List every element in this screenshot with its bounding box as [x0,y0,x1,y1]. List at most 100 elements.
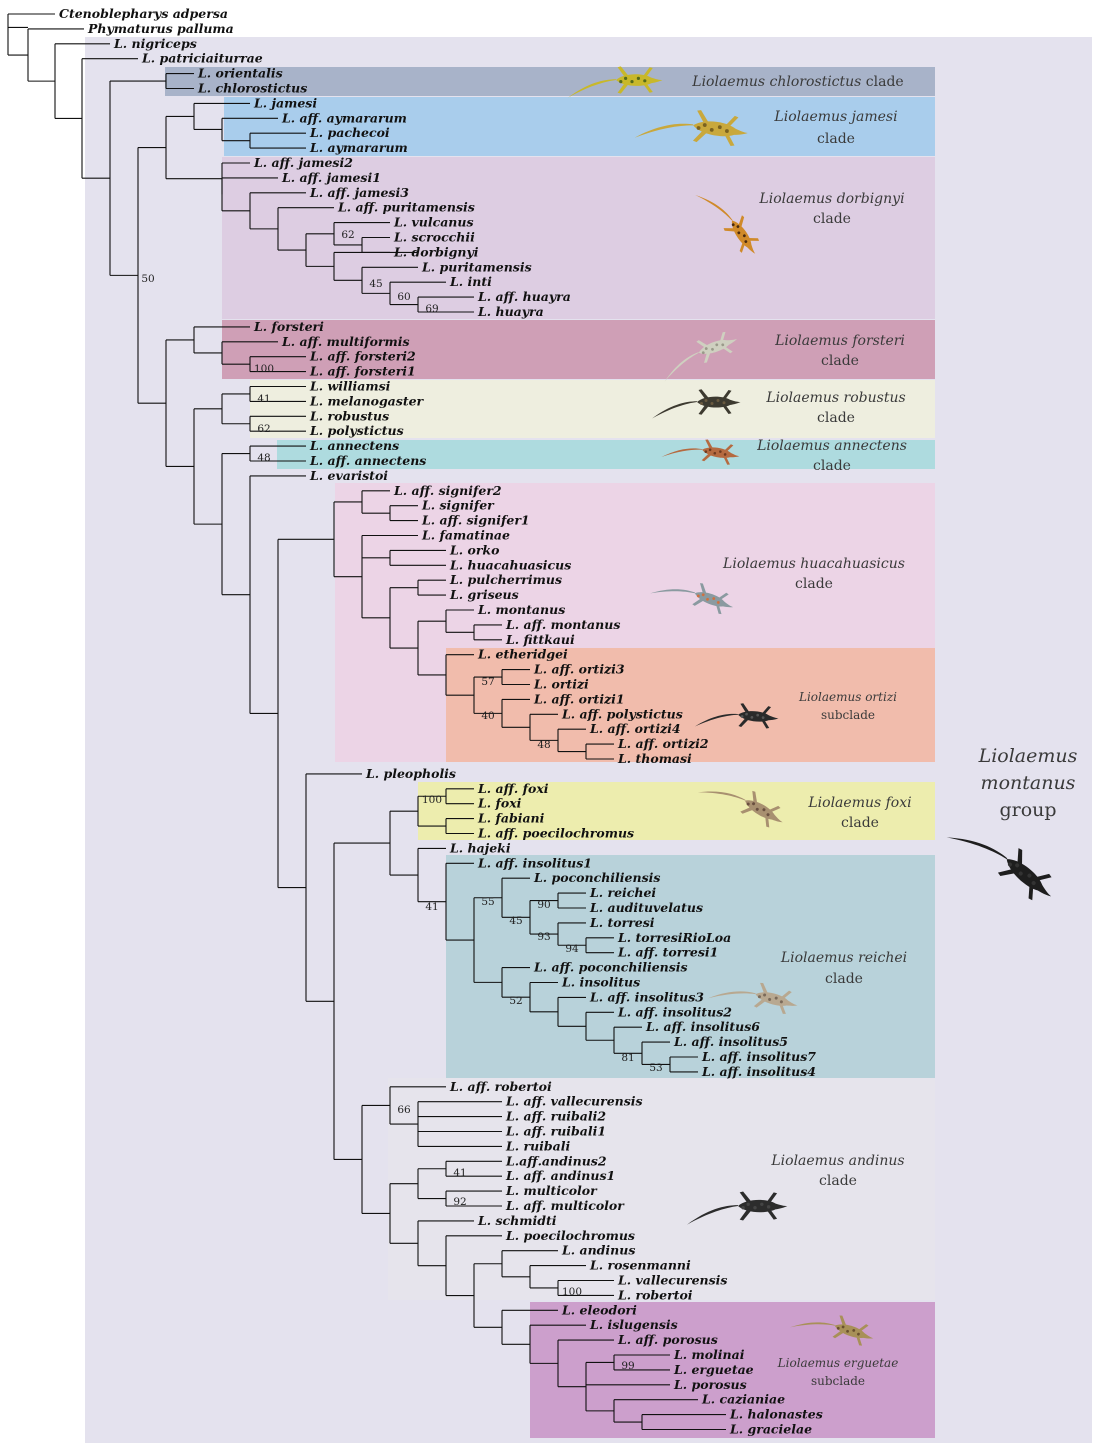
taxon-label: L. insolitus [561,975,640,990]
taxon-label: L. aff. huayra [477,289,571,304]
taxon-label: L. aymararum [309,140,408,155]
clade-word-reichei: clade [825,971,863,987]
support-value: 60 [397,291,410,303]
taxon-label: L. gracielae [729,1422,812,1437]
taxon-label: L. ortizi [533,677,589,692]
support-value: 69 [425,303,438,315]
clade-label-huacahuasicus: Liolaemus huacahuasicus [722,556,905,572]
clade-word-foxi: clade [841,815,879,831]
taxon-label: Phymaturus palluma [87,21,234,36]
group-label-line3: group [999,799,1056,821]
taxon-label: L. aff. porosus [617,1332,718,1347]
taxon-label: L. orientalis [197,66,283,81]
taxon-label: L. cazianiae [701,1392,785,1407]
taxon-label: L. aff. multicolor [505,1198,625,1213]
support-value: 55 [481,896,494,908]
support-value: 92 [453,1196,466,1208]
support-value: 57 [481,676,494,688]
taxon-label: L. schmidti [477,1213,557,1228]
clade-label-forsteri: Liolaemus forsteri [774,333,905,349]
taxon-label: L. vallecurensis [617,1273,727,1288]
taxon-label: L. andinus [561,1243,635,1258]
taxon-label: L. annectens [309,438,399,453]
taxon-label: L. inti [449,274,492,289]
taxon-label: L. aff. polystictus [561,706,683,721]
taxon-label: L. aff. puritamensis [337,200,475,215]
clade-label-annectens: Liolaemus annectens [756,438,907,454]
taxon-label: L. pleopholis [365,766,456,781]
clade-word-robustus: clade [817,410,855,426]
taxon-label: L. aff. signifer2 [393,483,502,498]
taxon-label: L. melanogaster [309,393,425,408]
taxon-label: L. torresiRioLoa [617,930,731,945]
clade-word-erguetae: subclade [811,1374,865,1388]
clade-word-andinus: clade [819,1173,857,1189]
taxon-label: L. fabiani [477,811,545,826]
taxon-label: L. aff. insolitus6 [645,1019,760,1034]
support-value: 100 [562,1286,582,1298]
taxon-label: L. aff. ortizi1 [533,691,625,706]
taxon-label: L.aff.andinus2 [505,1153,607,1168]
taxon-label: L. williamsi [309,379,391,394]
taxon-label: L. fittkaui [505,632,575,647]
taxon-label: L. aff. ortizi2 [617,736,709,751]
support-value: 41 [453,1167,466,1179]
clade-label-andinus: Liolaemus andinus [770,1153,904,1169]
clade-word-annectens: clade [813,458,851,474]
taxon-label: L. pulcherrimus [449,572,562,587]
taxon-label: L. aff. insolitus4 [701,1064,816,1079]
clade-label-jamesi: Liolaemus jamesi [773,109,897,125]
support-value: 48 [537,739,550,751]
taxon-label: L. multicolor [505,1183,598,1198]
taxon-label: L. aff. forsteri1 [309,364,416,379]
taxon-label: L. aff. robertoi [449,1079,552,1094]
taxon-label: L. rosenmanni [589,1258,691,1273]
taxon-label: L. polystictus [309,423,404,438]
taxon-label: L. aff. montanus [505,617,620,632]
support-value: 90 [537,899,550,911]
taxon-label: L. etheridgei [477,647,568,662]
taxon-label: L. poconchiliensis [533,870,660,885]
support-value: 48 [257,452,270,464]
taxon-label: L. aff. jamesi2 [253,155,353,170]
taxon-label: L. huacahuasicus [449,557,571,572]
support-value: 81 [621,1052,634,1064]
taxon-label: L. poecilochromus [505,1228,635,1243]
support-value: 100 [422,794,442,806]
taxon-label: L. aff. multiformis [281,334,410,349]
support-value: 53 [649,1062,662,1074]
taxon-label: L. evaristoi [309,468,388,483]
taxon-label: L. aff. jamesi1 [281,170,381,185]
taxon-label: L. molinai [673,1347,745,1362]
support-value: 45 [369,278,382,290]
taxon-label: L. hajeki [449,840,511,855]
taxon-label: L. aff. andinus1 [505,1168,615,1183]
taxon-label: L. aff. jamesi3 [309,185,409,200]
taxon-label: L. montanus [477,602,565,617]
taxon-label: L. eleodori [561,1302,637,1317]
taxon-label: L. foxi [477,796,522,811]
taxon-label: L. huayra [477,304,544,319]
taxon-label: L. aff. forsteri2 [309,349,416,364]
taxon-label: Ctenoblepharys adpersa [59,6,228,21]
group-label-line2: montanus [981,772,1076,794]
taxon-label: L. aff. insolitus2 [617,1004,732,1019]
taxon-label: L. aff. ruibali1 [505,1124,606,1139]
support-value: 94 [565,943,579,955]
taxon-label: L. aff. annectens [309,453,426,468]
taxon-label: L. aff. poecilochromus [477,826,634,841]
taxon-label: L. aff. poconchiliensis [533,960,688,975]
taxon-label: L. aff. ortizi3 [533,662,625,677]
clade-label-foxi: Liolaemus foxi [807,795,911,811]
taxon-label: L. orko [449,542,499,557]
taxon-label: L. aff. ortizi4 [589,721,681,736]
support-value: 62 [257,423,270,435]
taxon-label: L. aff. insolitus1 [477,855,592,870]
support-value: 50 [141,273,154,285]
support-value: 45 [509,915,522,927]
taxon-label: L. patriciaiturrae [141,51,263,66]
taxon-label: L. aff. aymararum [281,110,407,125]
taxon-label: L. vulcanus [393,215,474,230]
taxon-label: L. chlorostictus [197,81,307,96]
